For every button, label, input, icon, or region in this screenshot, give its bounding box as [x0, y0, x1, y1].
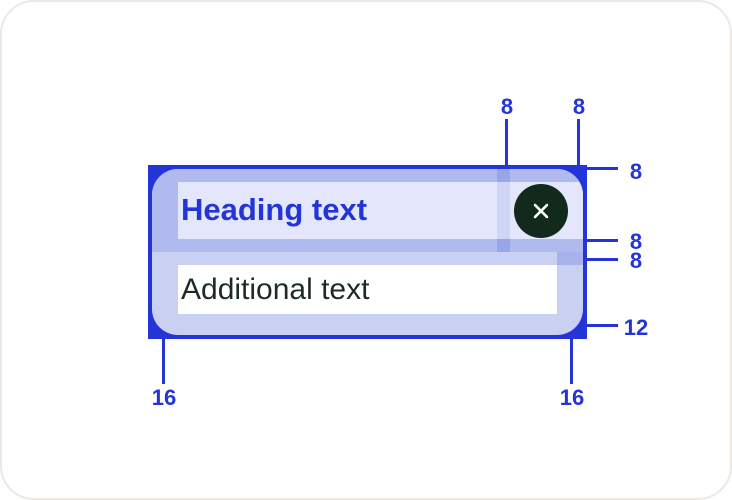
component-bounds: Heading text Additional text: [148, 165, 587, 339]
dim-line-padding-right: [570, 339, 573, 384]
dim-line-padding-left: [162, 339, 165, 384]
dim-label-gap-between-rows: 8: [629, 248, 643, 273]
padding-overlay-close-gap: [497, 182, 510, 239]
additional-text: Additional text: [181, 273, 370, 306]
dim-label-padding-top: 8: [629, 159, 643, 184]
padding-overlay-row-gap: [152, 239, 583, 252]
dim-label-padding-bottom: 12: [623, 315, 649, 340]
padding-overlay-close-gap-top: [497, 169, 510, 182]
close-icon: [533, 203, 549, 219]
dim-label-gap-below-heading: 8: [629, 229, 643, 254]
toast-component: Heading text Additional text: [152, 169, 583, 335]
heading-text: Heading text: [181, 192, 368, 227]
additional-row: Additional text: [178, 265, 557, 314]
dim-line-padding-top: [586, 167, 618, 170]
dim-label-padding-left: 16: [151, 385, 177, 410]
dim-label-padding-right: 16: [559, 385, 585, 410]
padding-overlay-top: [152, 169, 583, 182]
padding-overlay-close-gap-bottom: [497, 239, 510, 252]
dim-line-padding-bottom: [586, 324, 618, 327]
dim-label-padding-right-of-close: 8: [572, 94, 586, 119]
dim-line-gap-heading-to-close: [505, 119, 508, 165]
dim-line-padding-right-of-close: [577, 119, 580, 165]
dim-line-gap-between-rows: [586, 258, 618, 261]
dim-line-gap-below-heading: [586, 239, 618, 242]
close-button[interactable]: [514, 184, 568, 238]
padding-overlay-right: [557, 252, 583, 265]
dim-label-gap-heading-to-close: 8: [500, 94, 514, 119]
